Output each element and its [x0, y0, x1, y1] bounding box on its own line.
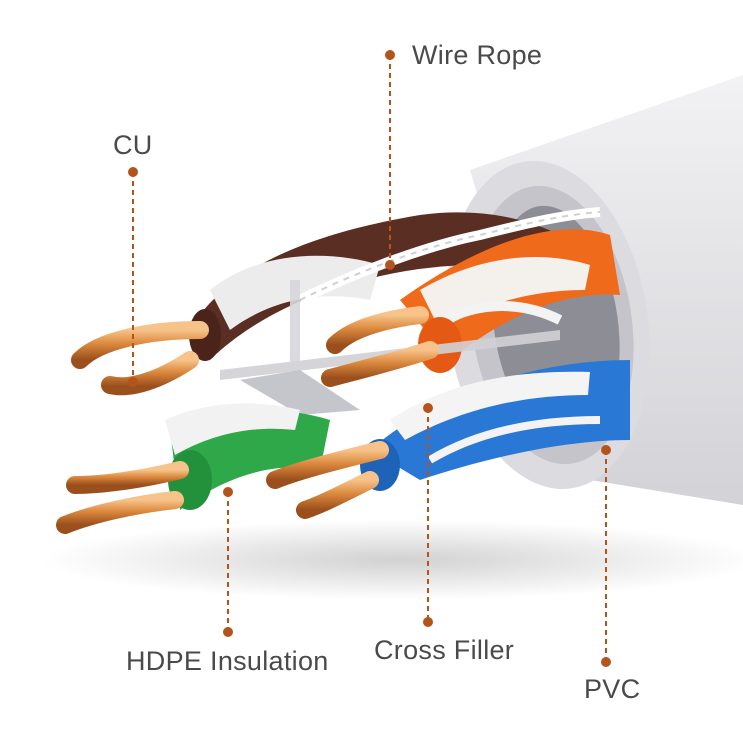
label-hdpe-insulation: HDPE Insulation: [126, 646, 329, 676]
copper-conductors: [56, 306, 439, 534]
callout-dot-cu-top: [128, 167, 138, 177]
callouts: [132, 55, 607, 662]
callout-dot-wire-rope: [385, 260, 395, 270]
label-cross-filler: Cross Filler: [374, 635, 515, 665]
cable-shadow: [40, 520, 743, 600]
callout-dot-cu: [128, 377, 138, 387]
callout-dots: [128, 50, 611, 667]
wire-rope: [297, 207, 601, 305]
label-wire-rope: Wire Rope: [412, 40, 543, 70]
callout-dot-wire-rope-top: [385, 50, 395, 60]
callout-dot-pvc-bottom: [601, 657, 611, 667]
callout-dot-cross-filler-bottom: [423, 617, 433, 627]
label-cu: CU: [113, 130, 153, 160]
label-pvc: PVC: [584, 674, 641, 704]
callout-dot-cross-filler: [423, 403, 433, 413]
callout-dot-hdpe: [223, 487, 233, 497]
green-pair: [165, 403, 330, 510]
callout-dot-pvc: [601, 445, 611, 455]
callout-dot-hdpe-bottom: [223, 627, 233, 637]
